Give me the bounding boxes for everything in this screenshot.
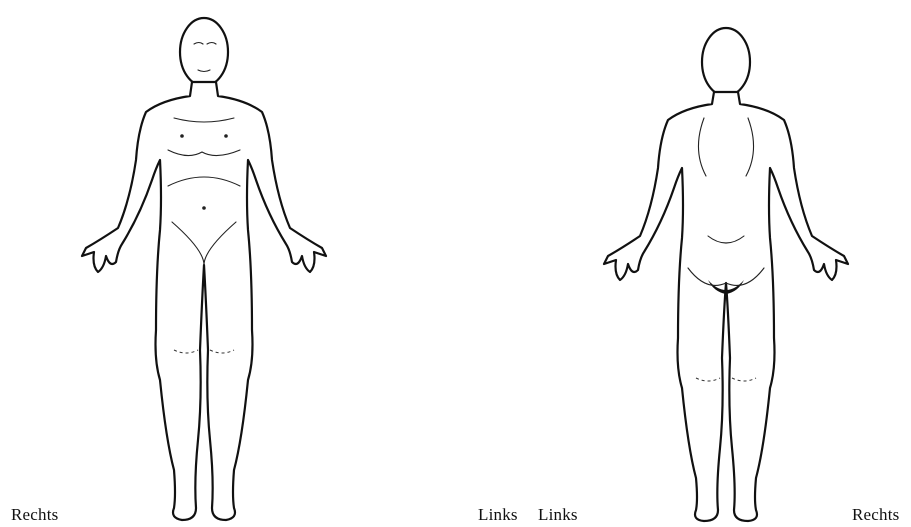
- back-body-outline: [588, 0, 858, 527]
- front-view-figure: [70, 0, 340, 527]
- front-right-label: Rechts: [11, 505, 58, 525]
- back-left-label: Links: [538, 505, 578, 525]
- back-right-label: Rechts: [852, 505, 899, 525]
- front-body-outline: [70, 0, 340, 527]
- front-left-label: Links: [478, 505, 518, 525]
- back-view-figure: [588, 0, 858, 527]
